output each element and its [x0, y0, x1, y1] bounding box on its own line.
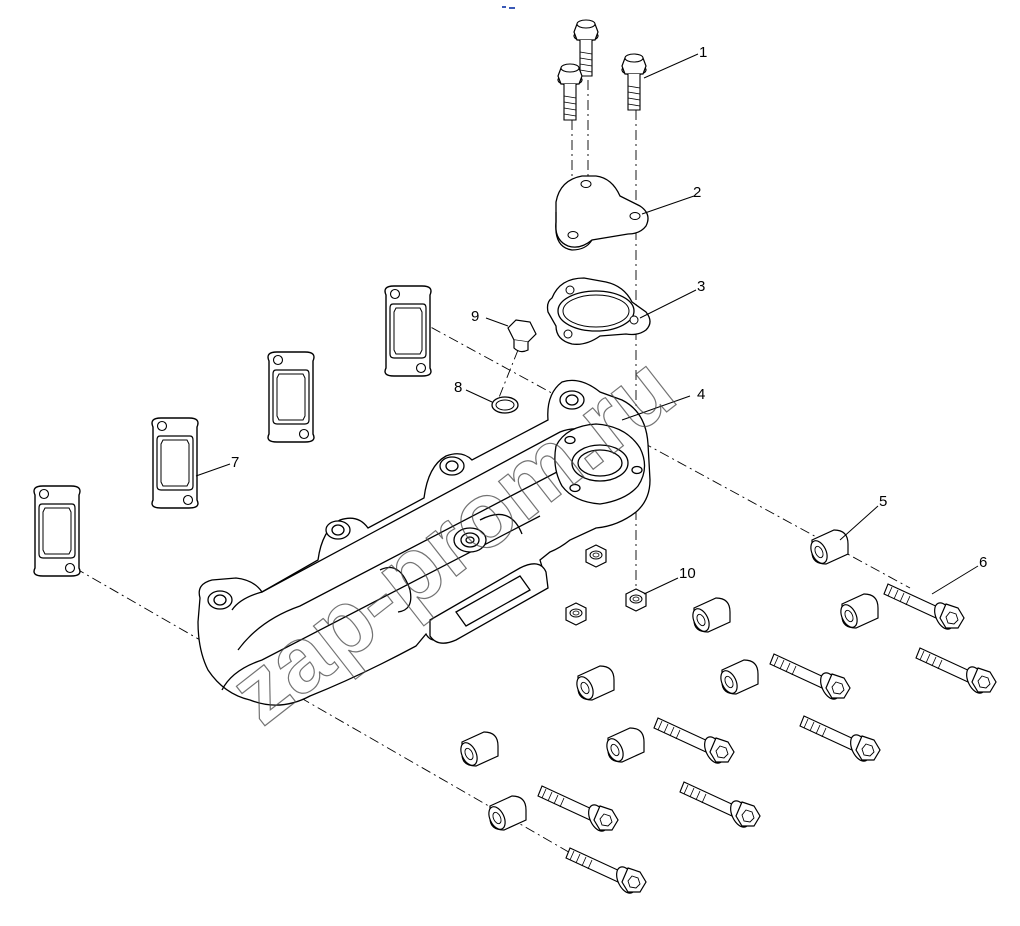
- part-1-flange-bolts: [557, 19, 647, 121]
- part-2-flange-cover: [556, 176, 648, 250]
- callout-5: 5: [879, 493, 887, 510]
- callout-7: 7: [231, 454, 239, 471]
- part-6-mounting-bolts: [537, 583, 997, 897]
- callout-4: 4: [697, 386, 705, 403]
- callout-10: 10: [679, 565, 696, 582]
- part-10-nuts: [565, 544, 647, 626]
- callout-9: 9: [471, 308, 479, 325]
- callout-6: 6: [979, 554, 987, 571]
- part-8-sealing-ring: [492, 397, 518, 413]
- leader-lines: [195, 53, 979, 595]
- part-9-plug: [508, 320, 536, 352]
- callout-8: 8: [454, 379, 462, 396]
- callout-labels: 1 2 3 4 5 6 7 8 9 10: [231, 44, 987, 582]
- callout-2: 2: [693, 184, 701, 201]
- part-3-flange-gasket: [548, 278, 651, 344]
- top-marker: [502, 6, 515, 9]
- part-4-exhaust-manifold: [198, 380, 650, 705]
- callout-3: 3: [697, 278, 705, 295]
- callout-1: 1: [699, 44, 707, 61]
